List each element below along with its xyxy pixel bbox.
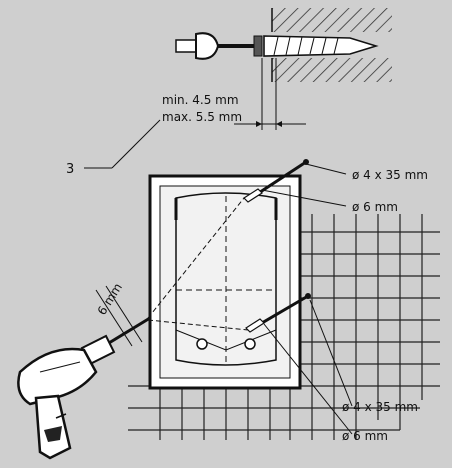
callout-leaders <box>261 163 353 435</box>
device-template <box>175 192 277 366</box>
plate-inner <box>159 185 291 379</box>
screw-and-dowel <box>175 32 379 60</box>
hole-bottom-label: ø 6 mm <box>342 429 388 443</box>
drill-paths <box>147 197 249 331</box>
screw-bottom-label: ø 4 x 35 mm <box>342 400 418 414</box>
screw-top-label: ø 4 x 35 mm <box>352 168 428 182</box>
gap-min-label: min. 4.5 mm <box>162 93 239 107</box>
screw-top <box>243 159 309 203</box>
mounting-plate <box>148 174 302 390</box>
hole-right-icon <box>244 338 256 350</box>
drill-size-label: 6 mm <box>95 281 125 318</box>
hole-top-label: ø 6 mm <box>352 200 398 214</box>
screwdriver-tip-icon <box>175 39 197 53</box>
gap-dimension <box>234 58 306 130</box>
drill-icon <box>17 285 151 460</box>
washer <box>253 35 263 57</box>
hole-left-icon <box>196 338 208 350</box>
screw-head-icon <box>195 32 220 60</box>
reference-number: 3 <box>66 162 74 177</box>
wall-plug-icon <box>263 35 379 57</box>
screw-bottom <box>245 293 311 333</box>
gap-max-label: max. 5.5 mm <box>162 110 242 124</box>
